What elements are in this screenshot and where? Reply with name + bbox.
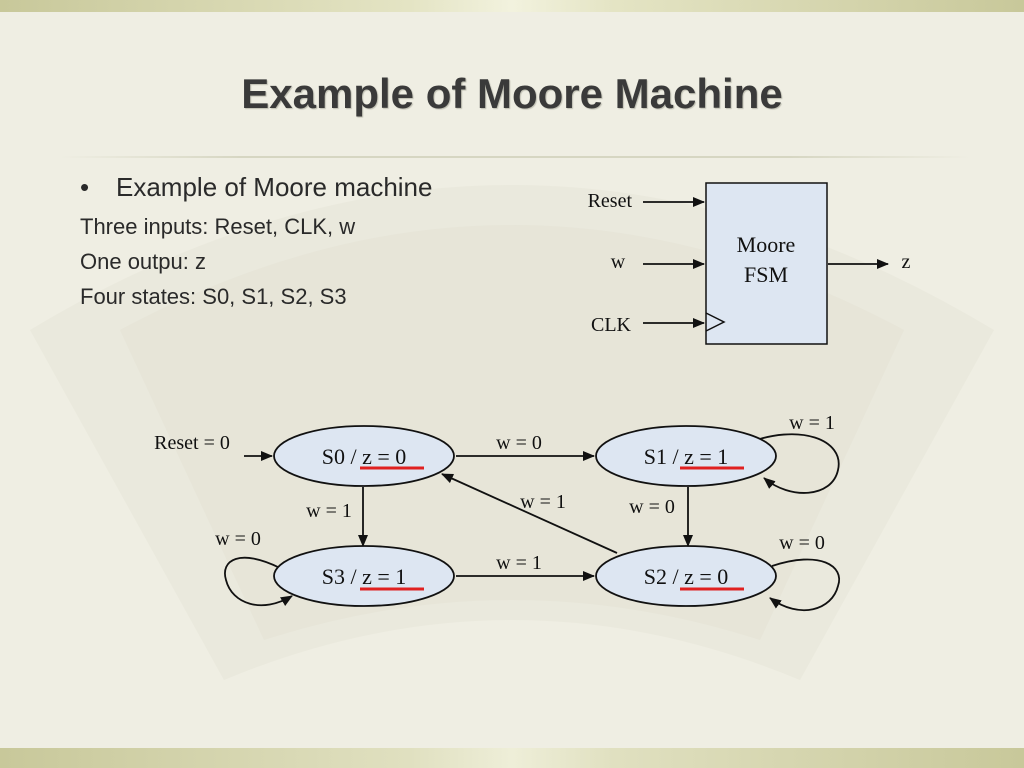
bullet-text: Example of Moore machine [116,172,433,202]
state-s3-output: z = 1 [362,564,406,589]
state-s1-name: S1 / [644,444,684,469]
state-s3: S3 / z = 1 [273,545,455,607]
title-divider [60,156,970,158]
bullet-dot-icon: • [80,172,90,202]
state-s2-output: z = 0 [684,564,728,589]
clk-input-label: CLK [591,314,632,336]
s3-to-s2-label: w = 1 [496,552,542,574]
state-s2-name: S2 / [644,564,684,589]
s1-self-loop-label: w = 1 [789,412,835,434]
state-s3-name: S3 / [322,564,362,589]
outputs-line: One outpu: z [80,249,206,274]
state-s1-label: S1 / z = 1 [644,444,729,469]
states-line: Four states: S0, S1, S2, S3 [80,284,347,309]
state-s1-ellipse [595,425,777,487]
slide-title: Example of Moore Machine [241,70,783,117]
state-s2-label: S2 / z = 0 [644,564,729,589]
s1-to-s2-label: w = 0 [629,496,675,518]
inputs-line: Three inputs: Reset, CLK, w [80,214,356,239]
s0-to-s1-label: w = 0 [496,432,542,454]
state-s0-output: z = 0 [362,444,406,469]
state-s2-ellipse [595,545,777,607]
state-s0-name: S0 / [322,444,362,469]
state-s0-ellipse [273,425,455,487]
s3-self-loop-arrow [224,556,293,606]
s2-self-loop-label: w = 0 [779,532,825,554]
s1-self-loop-arrow [744,433,840,494]
s2-to-s0-label: w = 1 [520,491,566,513]
reset-transition-label: Reset = 0 [154,432,230,454]
state-s0-label: S0 / z = 0 [322,444,407,469]
state-s2: S2 / z = 0 [595,545,777,607]
moore-fsm-block: Moore FSM Reset w CLK z [588,182,911,345]
reset-input-label: Reset [588,190,633,212]
z-output-label: z [902,251,911,273]
fsm-box-label-1: Moore [737,232,796,257]
bullet-item: • Example of Moore machine [80,172,432,203]
state-s1-output: z = 1 [684,444,728,469]
state-s3-label: S3 / z = 1 [322,564,407,589]
fsm-box-label-2: FSM [744,262,788,287]
s0-to-s3-label: w = 1 [306,500,352,522]
s3-self-loop-label: w = 0 [215,528,261,550]
s2-to-s0-arrow [441,473,618,554]
state-diagram: Reset = 0 w = 0 w = 1 w = 1 w = 1 w = 0 … [154,412,841,612]
w-input-label: w [611,251,626,273]
state-s1: S1 / z = 1 [595,425,777,487]
fsm-box [705,182,828,345]
clock-triangle-icon [705,312,726,332]
top-band [0,0,1024,12]
state-s3-ellipse [273,545,455,607]
bottom-band [0,748,1024,768]
s2-self-loop-arrow [769,558,841,612]
state-s0: S0 / z = 0 [273,425,455,487]
